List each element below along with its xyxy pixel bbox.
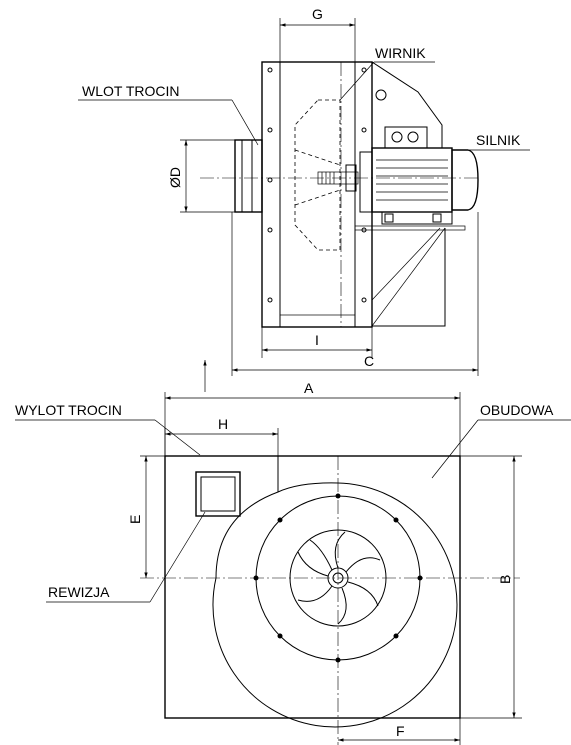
label-wirnik: WIRNIK <box>375 45 426 61</box>
label-wlot-trocin: WLOT TROCIN <box>82 83 180 99</box>
dimension-h-label: H <box>218 416 228 432</box>
dimension-f-label: F <box>396 723 405 739</box>
volute-scroll <box>212 456 458 728</box>
dimension-g-label: G <box>312 6 323 22</box>
label-silnik: SILNIK <box>476 132 521 148</box>
dimension-i-label: I <box>315 332 319 348</box>
label-obudowa: OBUDOWA <box>480 402 554 418</box>
label-wylot-trocin: WYLOT TROCIN <box>15 402 122 418</box>
front-view: A <box>15 380 571 745</box>
side-view: G <box>78 6 530 376</box>
dimension-d-label: ØD <box>167 167 183 188</box>
impeller-blades <box>297 531 381 625</box>
inlet-duct <box>234 139 263 213</box>
dimension-c-label: C <box>364 353 374 369</box>
impeller-hidden-outline <box>294 99 341 251</box>
inspection-hatch <box>195 471 241 517</box>
label-rewizja: REWIZJA <box>48 584 110 600</box>
dimension-a-label: A <box>304 380 314 396</box>
dimension-b-label: B <box>497 575 513 584</box>
motor <box>354 126 479 231</box>
dimension-e-label: E <box>127 515 143 524</box>
housing-front <box>164 455 461 719</box>
